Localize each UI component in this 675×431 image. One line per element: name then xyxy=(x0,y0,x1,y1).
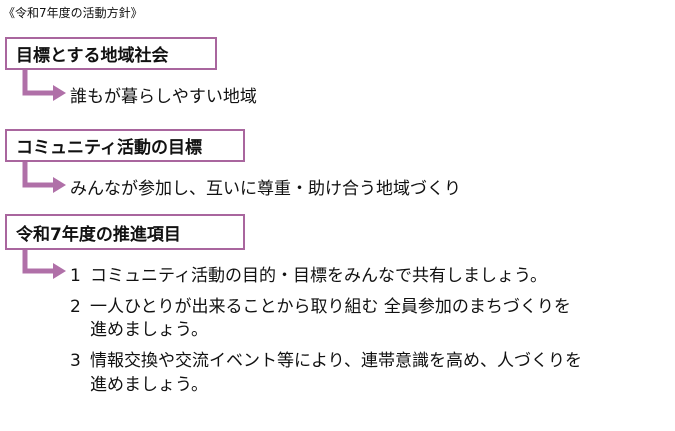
goal-society-text: 誰もが暮らしやすい地域 xyxy=(70,87,257,107)
item-number: 1 xyxy=(70,266,81,286)
heading-goal-society: 目標とする地域社会 xyxy=(5,37,217,70)
item-number: 3 xyxy=(70,351,81,371)
arrow-icon xyxy=(22,250,66,279)
heading-community-goal: コミュニティ活動の目標 xyxy=(5,129,245,162)
item-text: 情報交換や交流イベント等により、連帯意識を高め、人づくりを xyxy=(90,351,582,371)
item-text: 一人ひとりが出来ることから取り組む 全員参加のまちづくりを xyxy=(90,297,571,317)
promotion-item-3-cont: 進めましょう。 xyxy=(90,375,208,395)
community-goal-text: みんなが参加し、互いに尊重・助け合う地域づくり xyxy=(70,179,461,199)
item-number: 2 xyxy=(70,297,81,317)
promotion-item-2-cont: 進めましょう。 xyxy=(90,320,208,340)
arrow-icon xyxy=(22,70,66,101)
promotion-item-1: 1 コミュニティ活動の目的・目標をみんなで共有しましょう。 xyxy=(70,261,547,286)
promotion-item-3: 3 情報交換や交流イベント等により、連帯意識を高め、人づくりを xyxy=(70,346,582,371)
item-text: コミュニティ活動の目的・目標をみんなで共有しましょう。 xyxy=(90,266,547,286)
arrow-icon xyxy=(22,162,66,193)
heading-promotion-items: 令和7年度の推進項目 xyxy=(5,214,245,250)
caption: 《令和7年度の活動方針》 xyxy=(3,6,143,20)
promotion-item-2: 2 一人ひとりが出来ることから取り組む 全員参加のまちづくりを xyxy=(70,292,571,317)
